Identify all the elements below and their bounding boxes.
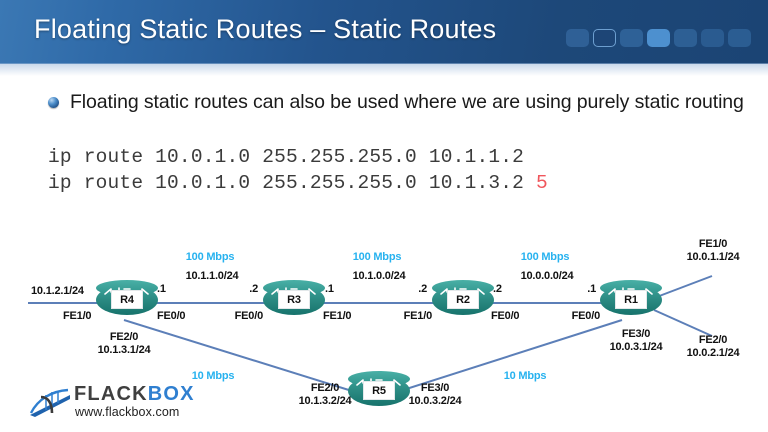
link-r4-r5 bbox=[123, 319, 353, 392]
label-r2-fe0-0-interface: FE0/0 bbox=[491, 310, 520, 322]
label-r4-fe0-0-interface: FE0/0 bbox=[157, 310, 186, 322]
cli-command-line-1: ip route 10.0.1.0 255.255.255.0 10.1.1.2 bbox=[48, 146, 525, 168]
cli-command-line-2: ip route 10.0.1.0 255.255.255.0 10.1.3.2… bbox=[48, 172, 548, 194]
page-title: Floating Static Routes – Static Routes bbox=[34, 14, 497, 44]
link-r1-fe1-0-stub bbox=[653, 275, 713, 299]
administrative-distance-value: 5 bbox=[535, 172, 548, 194]
label-r5-fe2-0-interface: FE2/0 bbox=[310, 382, 340, 394]
router-label: R1 bbox=[615, 290, 647, 309]
flackbox-bridge-icon bbox=[29, 388, 70, 417]
label-r1-fe1-0-interface: FE1/0 bbox=[698, 238, 728, 250]
cli-command-line-2-text: ip route 10.0.1.0 255.255.255.0 10.1.3.2 bbox=[48, 172, 536, 194]
link-r5-r1 bbox=[399, 319, 623, 392]
label-r4-fe2-0-interface: FE2/0 bbox=[109, 331, 139, 343]
link-r1-fe2-0-stub bbox=[653, 309, 713, 337]
bullet-text: Floating static routes can also be used … bbox=[70, 91, 744, 113]
router-label: R3 bbox=[278, 290, 310, 309]
header-square-6 bbox=[701, 29, 724, 47]
router-r1[interactable]: R1 bbox=[600, 280, 662, 320]
logo-url: www.flackbox.com bbox=[75, 405, 180, 419]
label-r1-fe0-0-interface: FE0/0 bbox=[571, 310, 601, 322]
label-r1-fe2-0-interface: FE2/0 bbox=[698, 334, 728, 346]
router-label: R2 bbox=[447, 290, 479, 309]
header-square-7 bbox=[728, 29, 751, 47]
label-r4-lan-interface: FE1/0 bbox=[63, 310, 92, 322]
header-square-2 bbox=[593, 29, 616, 47]
label-r2-fe1-0-interface: FE1/0 bbox=[403, 310, 433, 322]
bullet-sphere-icon bbox=[48, 97, 59, 108]
bullet-item: Floating static routes can also be used … bbox=[48, 90, 754, 115]
header-square-3 bbox=[620, 29, 643, 47]
label-r3-fe1-0-interface: FE1/0 bbox=[323, 310, 352, 322]
header-square-4 bbox=[647, 29, 670, 47]
label-link-r4-r5-speed: 10 Mbps bbox=[191, 370, 235, 382]
slide-header: Floating Static Routes – Static Routes bbox=[0, 0, 768, 76]
header-square-5 bbox=[674, 29, 697, 47]
flackbox-wordmark: FLACKBOX bbox=[74, 383, 195, 406]
label-link-r3-r2-speed: 100 Mbps bbox=[352, 251, 402, 263]
router-r2[interactable]: R2 bbox=[432, 280, 494, 320]
label-r2-fe0-0-ip: .2 bbox=[493, 283, 502, 295]
header-square-1 bbox=[566, 29, 589, 47]
router-label: R4 bbox=[111, 290, 143, 309]
label-r3-fe0-0-ip: .2 bbox=[249, 283, 258, 295]
label-link-r5-r1-speed: 10 Mbps bbox=[503, 370, 547, 382]
label-r1-fe3-0-network: 10.0.3.1/24 bbox=[609, 341, 663, 353]
label-r5-fe2-0-network: 10.1.3.2/24 bbox=[298, 395, 352, 407]
router-r3[interactable]: R3 bbox=[263, 280, 325, 320]
network-topology-diagram: R4 R3 R2 R1 bbox=[0, 228, 768, 432]
label-r4-fe0-0-ip: .1 bbox=[157, 283, 166, 295]
label-r3-fe1-0-ip: .1 bbox=[325, 283, 334, 295]
label-link-r4-r3-network: 10.1.1.0/24 bbox=[185, 270, 239, 282]
label-r5-fe3-0-interface: FE3/0 bbox=[420, 382, 450, 394]
header-square-decoration bbox=[566, 29, 751, 47]
router-r4[interactable]: R4 bbox=[96, 280, 158, 320]
label-link-r2-r1-network: 10.0.0.0/24 bbox=[520, 270, 574, 282]
router-r5[interactable]: R5 bbox=[348, 371, 410, 411]
label-r3-fe0-0-interface: FE0/0 bbox=[234, 310, 264, 322]
label-link-r2-r1-speed: 100 Mbps bbox=[520, 251, 570, 263]
label-r1-fe0-0-ip: .1 bbox=[587, 283, 596, 295]
router-label: R5 bbox=[363, 381, 395, 400]
logo-word-box: BOX bbox=[147, 383, 195, 405]
label-link-r4-r3-speed: 100 Mbps bbox=[185, 251, 235, 263]
label-r2-fe1-0-ip: .2 bbox=[418, 283, 427, 295]
label-r4-lan-network: 10.1.2.1/24 bbox=[31, 285, 84, 297]
flackbox-logo: FLACKBOX www.flackbox.com bbox=[28, 381, 208, 425]
label-link-r3-r2-network: 10.1.0.0/24 bbox=[352, 270, 406, 282]
label-r1-fe1-0-network: 10.0.1.1/24 bbox=[686, 251, 740, 263]
logo-word-flack: FLACK bbox=[74, 383, 148, 405]
topology-link-lines bbox=[28, 275, 713, 392]
label-r1-fe3-0-interface: FE3/0 bbox=[621, 328, 651, 340]
label-r5-fe3-0-network: 10.0.3.2/24 bbox=[408, 395, 462, 407]
label-r1-fe2-0-network: 10.0.2.1/24 bbox=[686, 347, 740, 359]
label-r4-fe2-0-network: 10.1.3.1/24 bbox=[97, 344, 151, 356]
